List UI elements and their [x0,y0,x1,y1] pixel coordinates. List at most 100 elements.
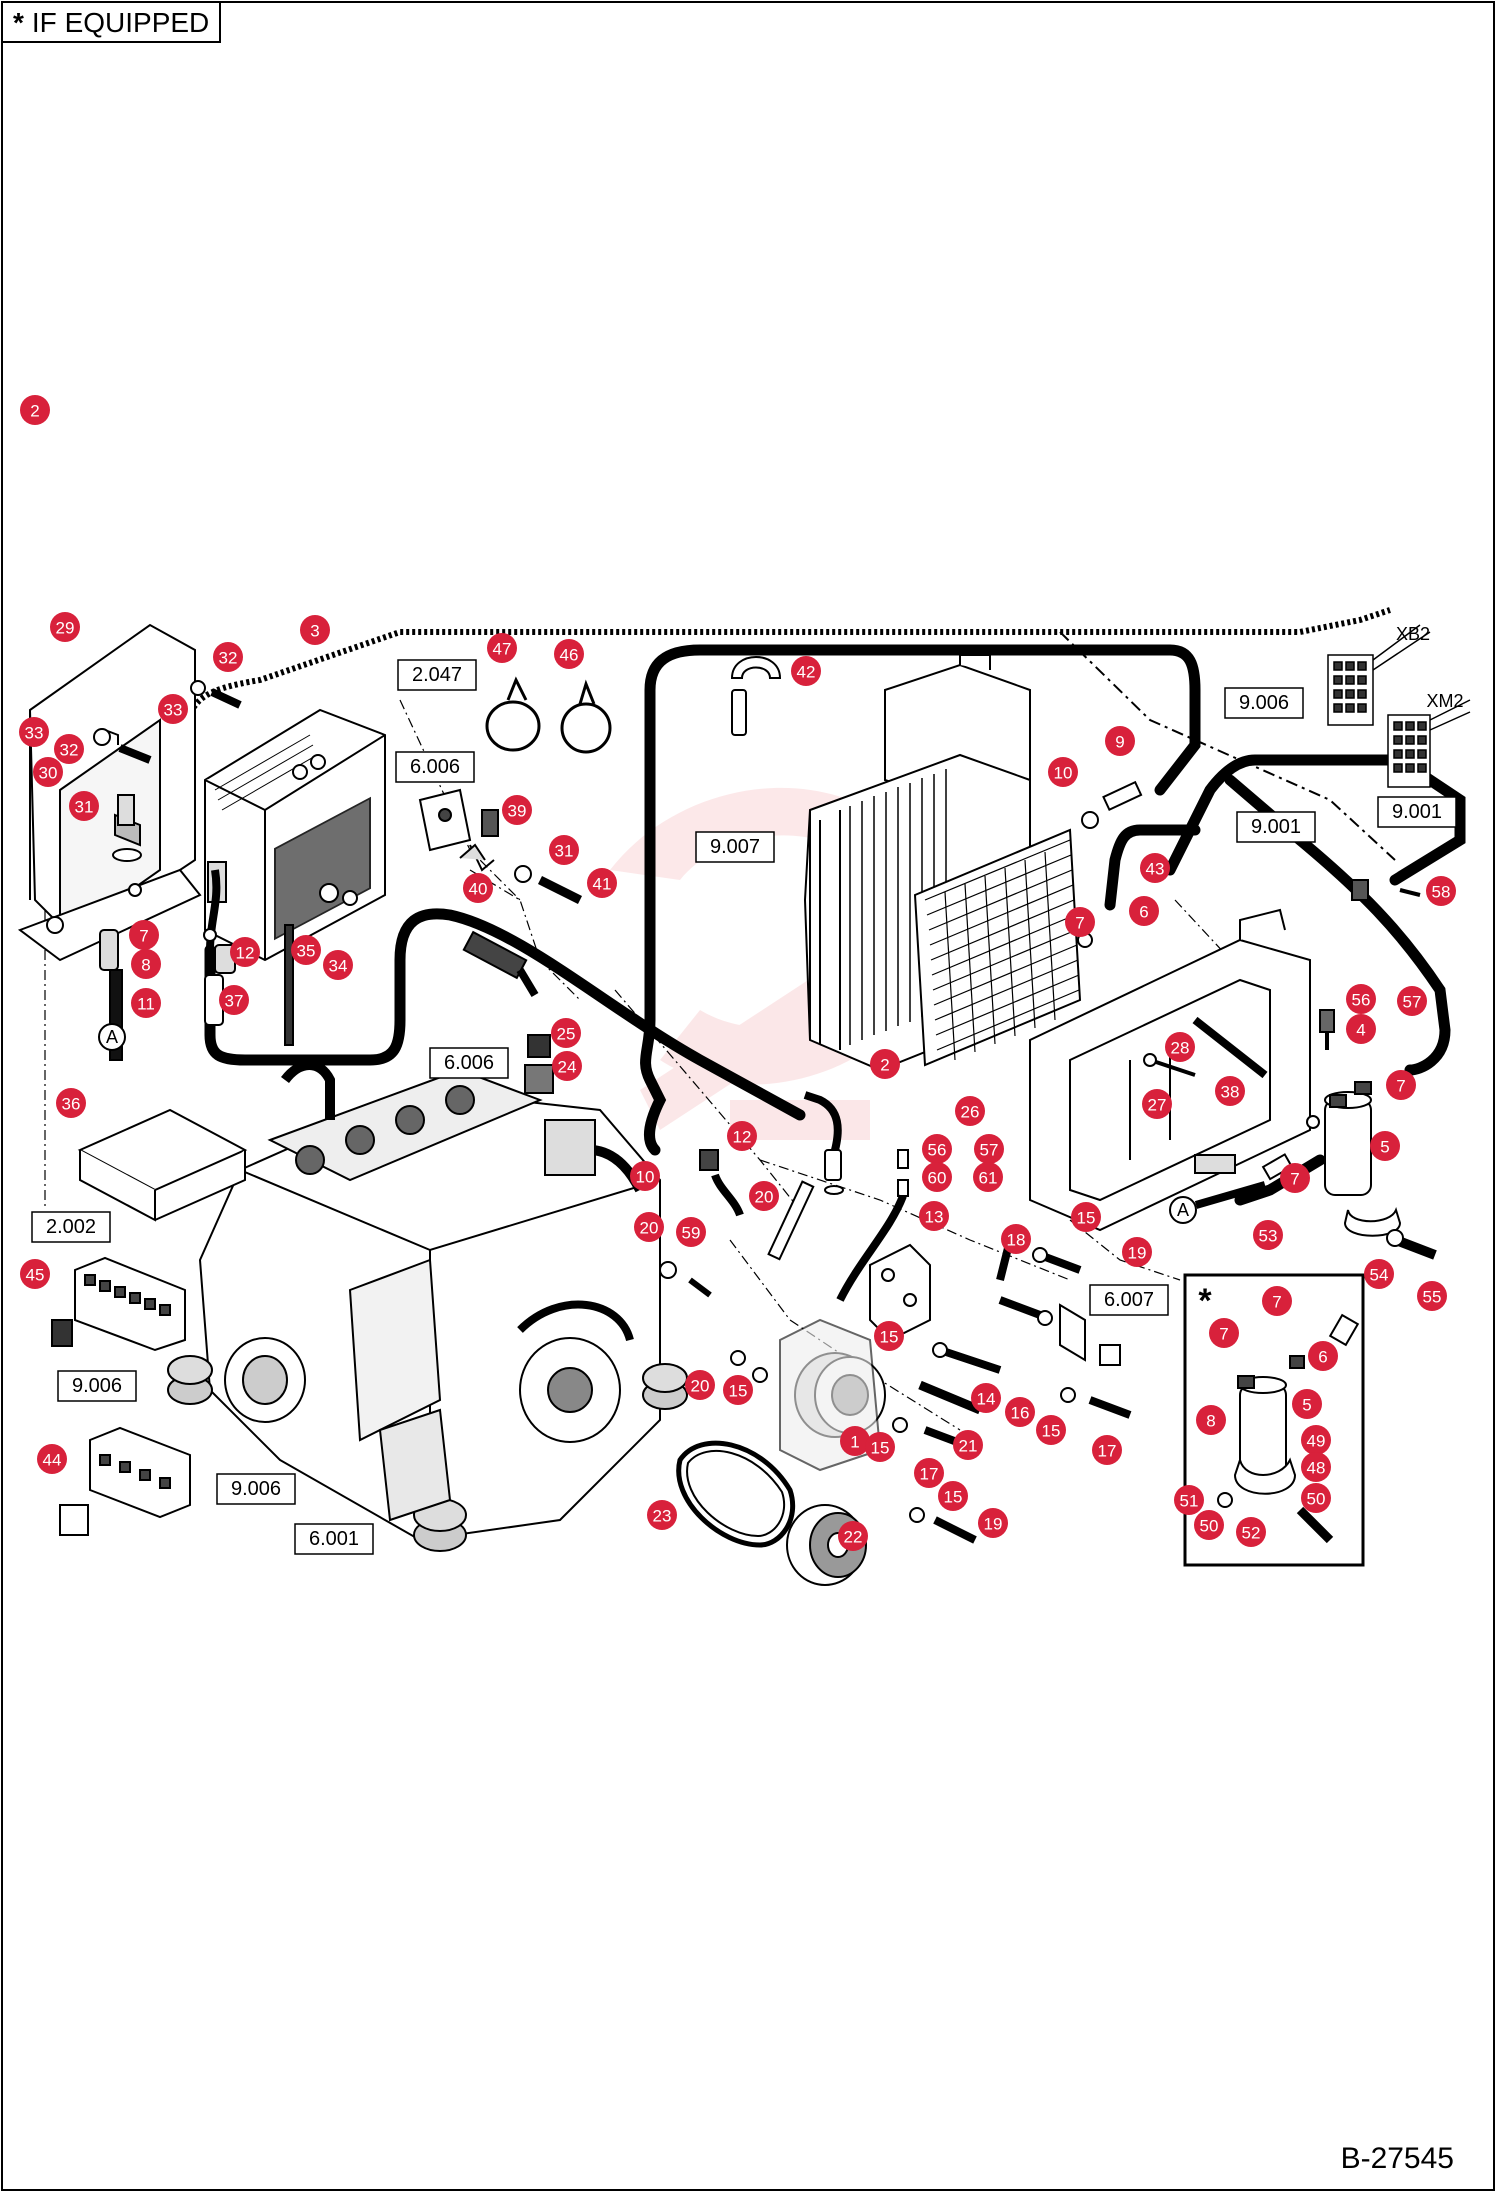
callout-bubble [323,950,353,980]
callout-number: 7 [1290,1170,1299,1189]
callout-bubble [676,1217,706,1247]
callout-40: 40 [463,873,493,903]
inset-star: * [1198,1282,1212,1320]
callout-bubble [1092,1435,1122,1465]
callout-bubble [20,395,50,425]
callout-number: 23 [653,1507,672,1526]
callout-number: 44 [43,1451,62,1470]
ref-9-001-b-label: 9.001 [1251,816,1301,838]
callout-bubble [1122,1237,1152,1267]
callout-number: 5 [1380,1138,1389,1157]
left-hose-fittings [99,869,236,1061]
callout-14: 14 [971,1383,1001,1413]
ref-6-006-b-box [429,1047,509,1079]
callout-36: 36 [56,1088,86,1118]
ref-6-007-label: 6.007 [1104,1289,1154,1311]
callout-bubble [1301,1452,1331,1482]
callout-number: 7 [1272,1293,1281,1312]
ref-9-001-a-label: 9.001 [1392,801,1442,823]
callout-58: 58 [1426,876,1456,906]
ref-2-047: 2.047 [397,659,477,691]
callout-bubble [1215,1076,1245,1106]
callout-45: 45 [20,1259,50,1289]
callout-7: 7 [1065,907,1095,937]
callout-number: 25 [557,1025,576,1044]
callout-bubble [1142,1089,1172,1119]
callout-23: 23 [647,1500,677,1530]
callout-number: 19 [1128,1244,1147,1263]
callout-number: 15 [880,1328,899,1347]
callout-7: 7 [1262,1286,1292,1316]
ref-6-006-a-label: 6.006 [410,756,460,778]
ref-9-006-b: 9.006 [57,1370,137,1402]
callout-10: 10 [630,1161,660,1191]
callout-31: 31 [549,835,579,865]
ref-6-006-a: 6.006 [395,751,475,783]
callout-number: 43 [1146,860,1165,879]
callout-bubble [955,1096,985,1126]
pressure-switch-56-58 [1319,879,1421,1050]
callout-25: 25 [551,1018,581,1048]
callout-57: 57 [1397,986,1427,1016]
condenser-radiator [803,654,1143,1072]
callout-number: 32 [219,649,238,668]
callout-number: 48 [1307,1459,1326,1478]
callout-bubble [723,1375,753,1405]
callout-55: 55 [1417,1281,1447,1311]
callout-number: 15 [729,1382,748,1401]
callout-60: 60 [922,1162,952,1192]
callout-bubble [1301,1483,1331,1513]
callout-number: 51 [1180,1492,1199,1511]
callout-number: 28 [1171,1039,1190,1058]
callout-number: 21 [959,1437,978,1456]
callout-31: 31 [69,791,99,821]
callout-number: 4 [1356,1021,1365,1040]
callout-52: 52 [1236,1517,1266,1547]
callout-bubble [487,633,517,663]
callout-number: 24 [558,1058,577,1077]
callout-number: 55 [1423,1288,1442,1307]
callout-49: 49 [1301,1425,1331,1455]
callout-number: 9 [1115,733,1124,752]
callout-number: 36 [62,1095,81,1114]
ref-2-002-label: 2.002 [46,1216,96,1238]
compressor-bracket [869,1243,931,1342]
callout-number: 38 [1221,1083,1240,1102]
callout-16: 16 [1005,1397,1035,1427]
callout-number: 58 [1432,883,1451,902]
callout-number: 15 [871,1439,890,1458]
callout-bubble [1426,876,1456,906]
callout-50: 50 [1194,1510,1224,1540]
ref-2-002: 2.002 [31,1211,111,1243]
pipe-end-a-right [1169,1196,1197,1224]
ref-9-006-a: 9.006 [1224,687,1304,719]
callout-15: 15 [1071,1202,1101,1232]
connector-blocks [1327,624,1471,788]
callout-number: 32 [60,741,79,760]
callout-number: 34 [329,957,348,976]
hose-bracket-42 [730,656,782,736]
callout-bubble [1346,984,1376,1014]
callout-59: 59 [676,1217,706,1247]
callout-number: 57 [980,1141,999,1160]
callout-1: 1 [840,1426,870,1456]
callout-17: 17 [914,1458,944,1488]
callout-bubble [1370,1131,1400,1161]
callout-bubble [554,639,584,669]
callout-bubble [33,757,63,787]
callout-bubble [131,949,161,979]
relay-blocks [51,1256,191,1536]
ref-2-047-label: 2.047 [412,664,462,686]
callout-bubble [953,1430,983,1460]
callout-bubble [1071,1202,1101,1232]
callout-54: 54 [1364,1259,1394,1289]
callout-number: 26 [961,1103,980,1122]
callout-number: 11 [137,995,155,1014]
ref-2-047-box [397,659,477,691]
callout-number: 57 [1403,993,1422,1012]
callout-bubble [1105,726,1135,756]
callout-bubble [552,1051,582,1081]
callout-number: 15 [944,1488,963,1507]
callout-15: 15 [1036,1415,1066,1445]
callout-18: 18 [1001,1224,1031,1254]
